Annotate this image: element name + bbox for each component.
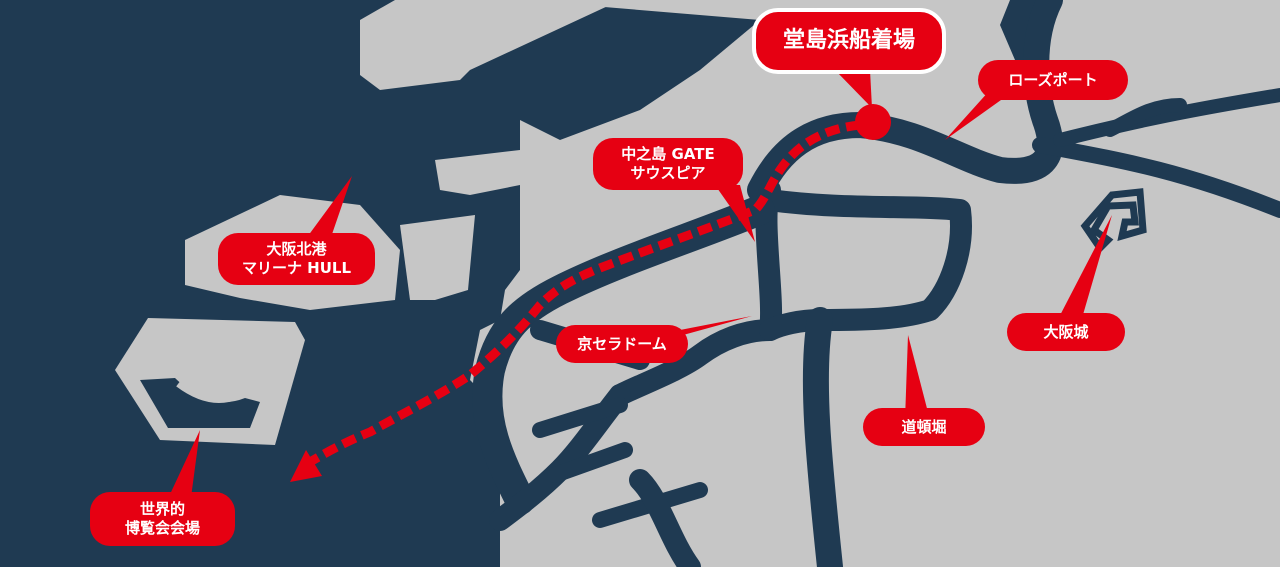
tail-kyocera bbox=[665, 316, 752, 340]
route-arrow-head bbox=[290, 450, 322, 482]
dojima-pin bbox=[855, 104, 891, 140]
label-roseport: ローズポート bbox=[978, 60, 1128, 100]
tail-expo bbox=[165, 430, 200, 505]
label-nakanoshima: 中之島 GATE サウスピア bbox=[593, 138, 743, 190]
label-dotonbori: 道頓堀 bbox=[863, 408, 985, 446]
land-island-center bbox=[400, 215, 475, 300]
label-osaka-hokko: 大阪北港 マリーナ HULL bbox=[218, 233, 375, 285]
river-aji bbox=[472, 195, 775, 515]
label-expo: 世界的 博覧会会場 bbox=[90, 492, 235, 546]
river-neya bbox=[1032, 137, 1280, 218]
stadium-ring bbox=[140, 378, 260, 428]
tail-hokko bbox=[305, 176, 352, 240]
tail-dotonbori bbox=[905, 335, 930, 420]
river-nakanoshima-loop bbox=[609, 179, 783, 406]
label-dojima: 堂島浜船着場 bbox=[752, 8, 946, 74]
tail-nakanoshima bbox=[715, 185, 755, 242]
route-dotted-line bbox=[302, 120, 861, 469]
label-kyocera: 京セラドーム bbox=[556, 325, 688, 363]
tail-dojima bbox=[835, 70, 872, 108]
tail-roseport bbox=[945, 90, 1015, 140]
label-osaka-castle: 大阪城 bbox=[1007, 313, 1125, 351]
land-north-bank bbox=[360, 0, 610, 90]
river-dotonbori bbox=[802, 307, 843, 567]
tail-castle bbox=[1055, 215, 1112, 325]
